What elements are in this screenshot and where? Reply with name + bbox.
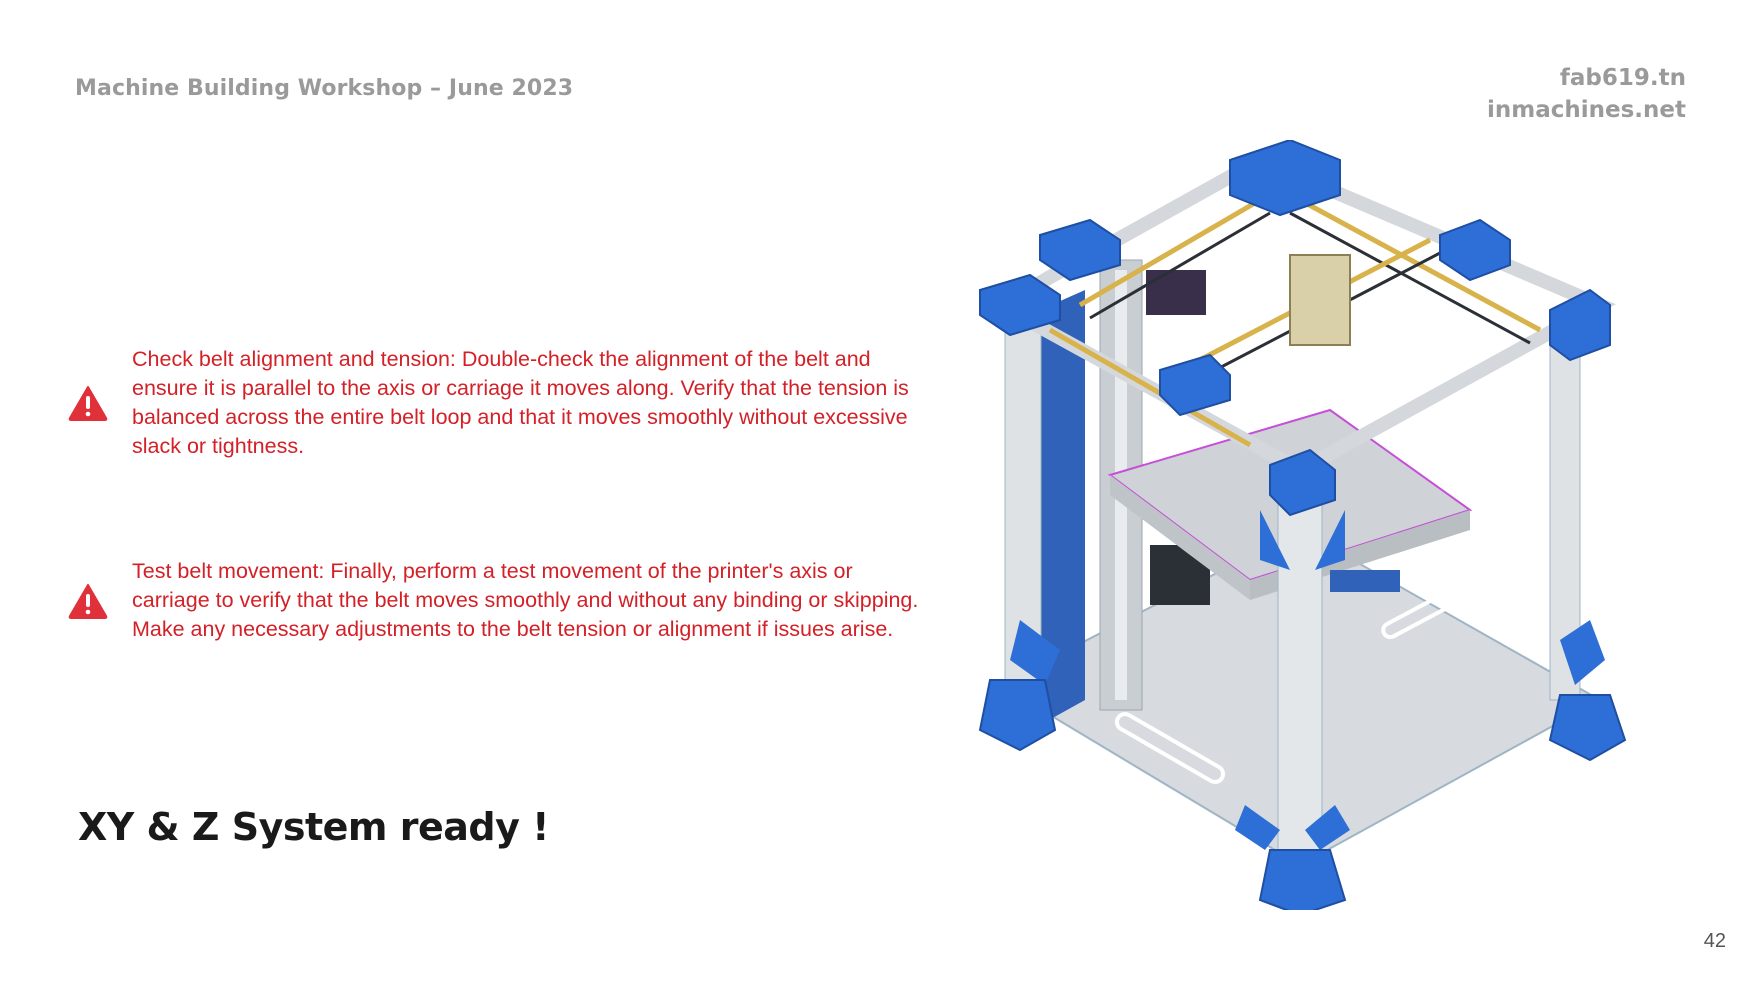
warning-triangle-icon <box>68 386 108 421</box>
headline: XY & Z System ready ! <box>78 805 549 849</box>
machine-render-image <box>978 140 1627 910</box>
warning-triangle-icon <box>68 583 108 619</box>
page-number: 42 <box>1703 930 1726 952</box>
note-belt-alignment: Check belt alignment and tension: Double… <box>68 345 922 461</box>
site-fab619: fab619.tn <box>1559 65 1686 91</box>
note-text: Test belt movement: Finally, perform a t… <box>132 559 919 641</box>
site-links: fab619.tn inmachines.net <box>1487 62 1686 126</box>
note-belt-movement: Test belt movement: Finally, perform a t… <box>68 557 922 644</box>
note-text: Check belt alignment and tension: Double… <box>132 347 909 458</box>
site-inmachines: inmachines.net <box>1486 97 1686 123</box>
workshop-title: Machine Building Workshop – June 2023 <box>75 76 574 101</box>
